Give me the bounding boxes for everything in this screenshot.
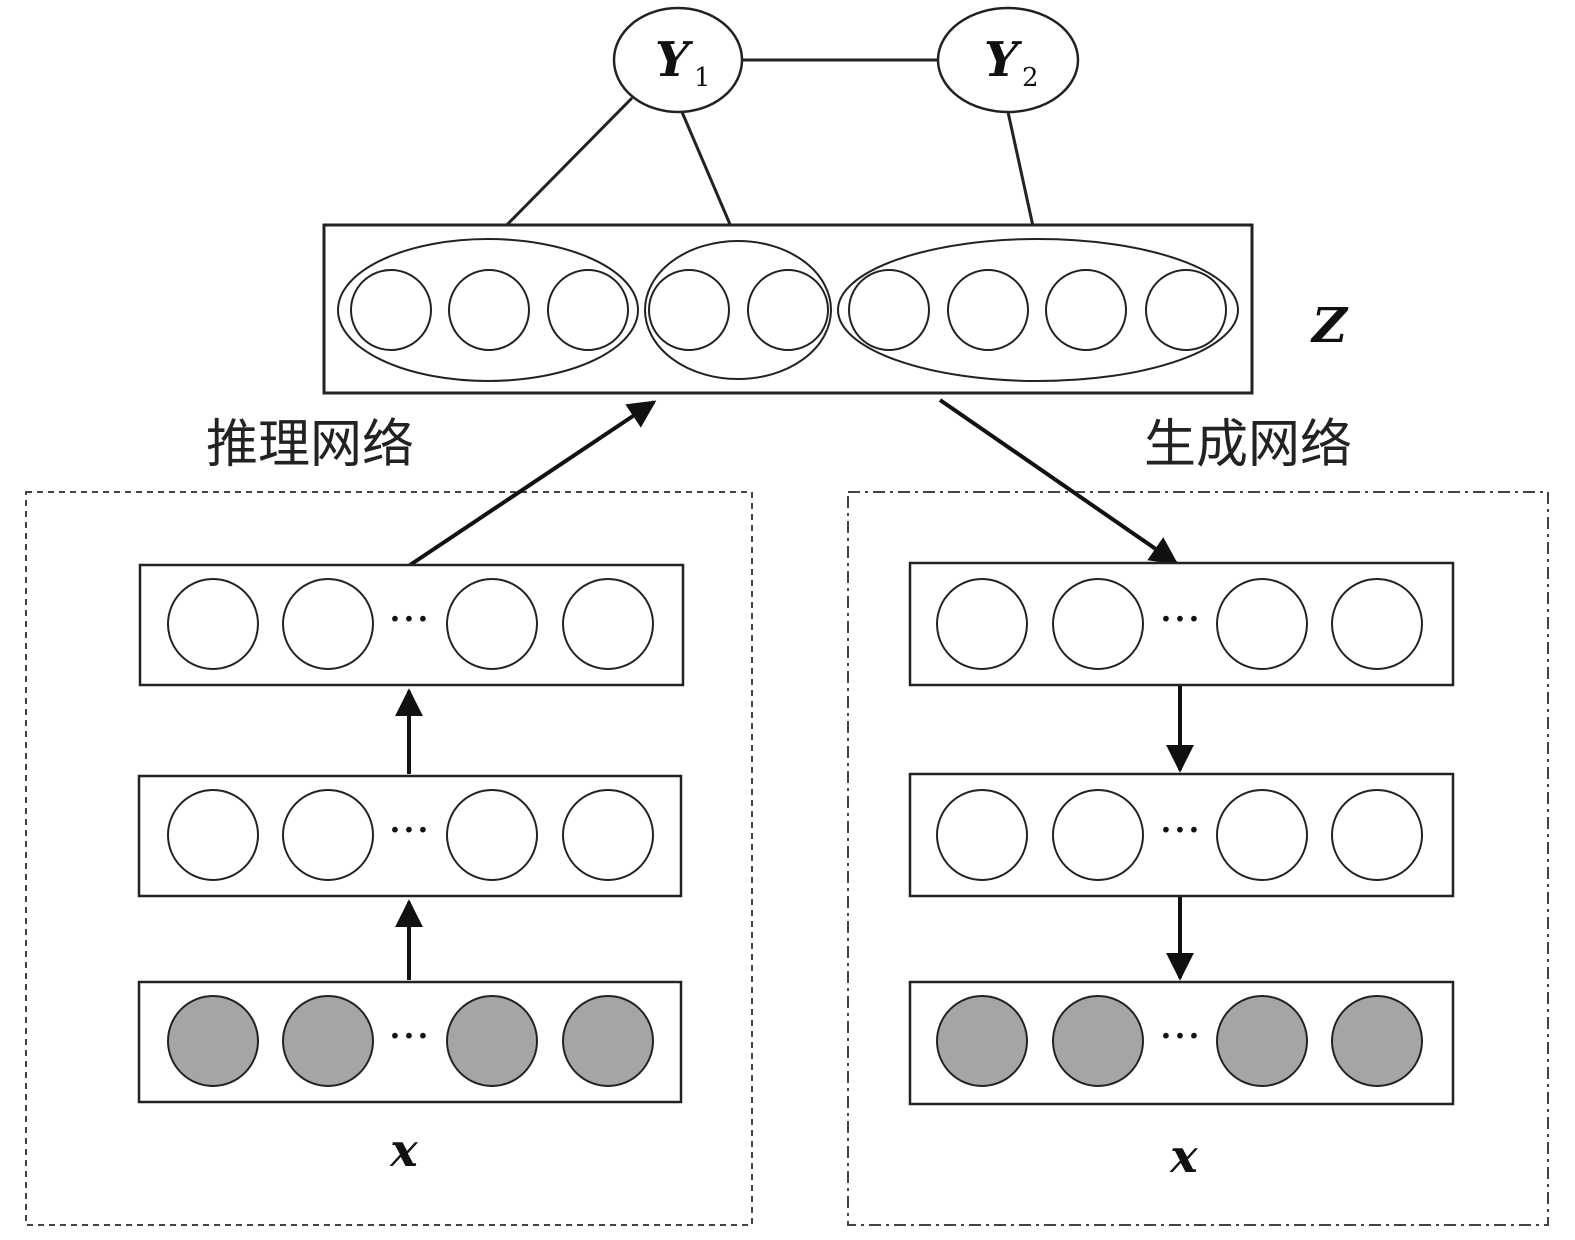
inference-hidden-layer-2: ··· [138, 563, 685, 687]
observed-unit [562, 995, 654, 1087]
latent-unit [848, 269, 930, 351]
latent-unit [947, 269, 1029, 351]
hidden-unit [282, 789, 374, 881]
latent-unit [1045, 269, 1127, 351]
hidden-unit [1216, 578, 1308, 670]
hidden-unit [936, 789, 1028, 881]
hidden-unit [446, 789, 538, 881]
hidden-unit [562, 578, 654, 670]
generative-output-layer: ··· [908, 980, 1455, 1106]
z-to-generative-arrow [938, 398, 1179, 565]
latent-unit [747, 269, 829, 351]
y2-group3-edge [1006, 111, 1038, 241]
inference-network-label: 推理网络 [206, 415, 414, 475]
latent-layer-z [322, 223, 1254, 395]
observed-unit [1216, 995, 1308, 1087]
hidden-unit [936, 578, 1028, 670]
hidden-unit [1216, 789, 1308, 881]
generative-hidden-layer-1: ··· [908, 561, 1455, 687]
ellipsis: ··· [1159, 805, 1201, 856]
y1-group1-edge [490, 96, 634, 242]
hidden-unit [1331, 578, 1423, 670]
generative-network-box [847, 491, 1549, 1226]
latent-unit [547, 269, 629, 351]
hidden-unit [167, 578, 259, 670]
ellipsis: ··· [388, 1011, 430, 1062]
y1-group2-edge [680, 111, 740, 244]
ellipsis: ··· [388, 805, 430, 856]
observed-unit [1331, 995, 1423, 1087]
y1-node: Y 1 [612, 6, 744, 114]
hidden-unit [1052, 578, 1144, 670]
latent-unit [350, 269, 432, 351]
x-label-left: x [389, 1123, 418, 1177]
ellipsis: ··· [388, 594, 430, 645]
inference-hidden-layer-1: ··· [137, 774, 683, 898]
inference-input-layer: ··· [137, 980, 683, 1104]
generative-hidden-layer-2: ··· [908, 772, 1455, 898]
y2-label: Y [984, 32, 1023, 88]
hidden-unit [1331, 789, 1423, 881]
ellipsis: ··· [1159, 1011, 1201, 1062]
y1-label: Y [655, 32, 694, 88]
hidden-unit [282, 578, 374, 670]
latent-group-2 [644, 240, 832, 380]
y2-subscript: 2 [1022, 63, 1039, 93]
hidden-unit [1052, 789, 1144, 881]
observed-unit [1052, 995, 1144, 1087]
hidden-unit [562, 789, 654, 881]
inference-network-box [25, 491, 753, 1226]
hidden-unit [167, 789, 259, 881]
latent-unit [448, 269, 530, 351]
latent-group-3 [837, 238, 1239, 382]
z-label: Z [1310, 298, 1349, 354]
hidden-unit [446, 578, 538, 670]
latent-unit [648, 269, 730, 351]
observed-unit [167, 995, 259, 1087]
ellipsis: ··· [1159, 594, 1201, 645]
latent-unit [1145, 269, 1227, 351]
y1-subscript: 1 [694, 63, 711, 93]
latent-group-1 [337, 238, 639, 382]
x-label-right: x [1169, 1129, 1198, 1183]
y2-node: Y 2 [936, 6, 1080, 114]
generative-network-label: 生成网络 [1144, 415, 1352, 475]
observed-unit [282, 995, 374, 1087]
observed-unit [446, 995, 538, 1087]
observed-unit [936, 995, 1028, 1087]
inference-to-z-arrow [408, 400, 657, 567]
